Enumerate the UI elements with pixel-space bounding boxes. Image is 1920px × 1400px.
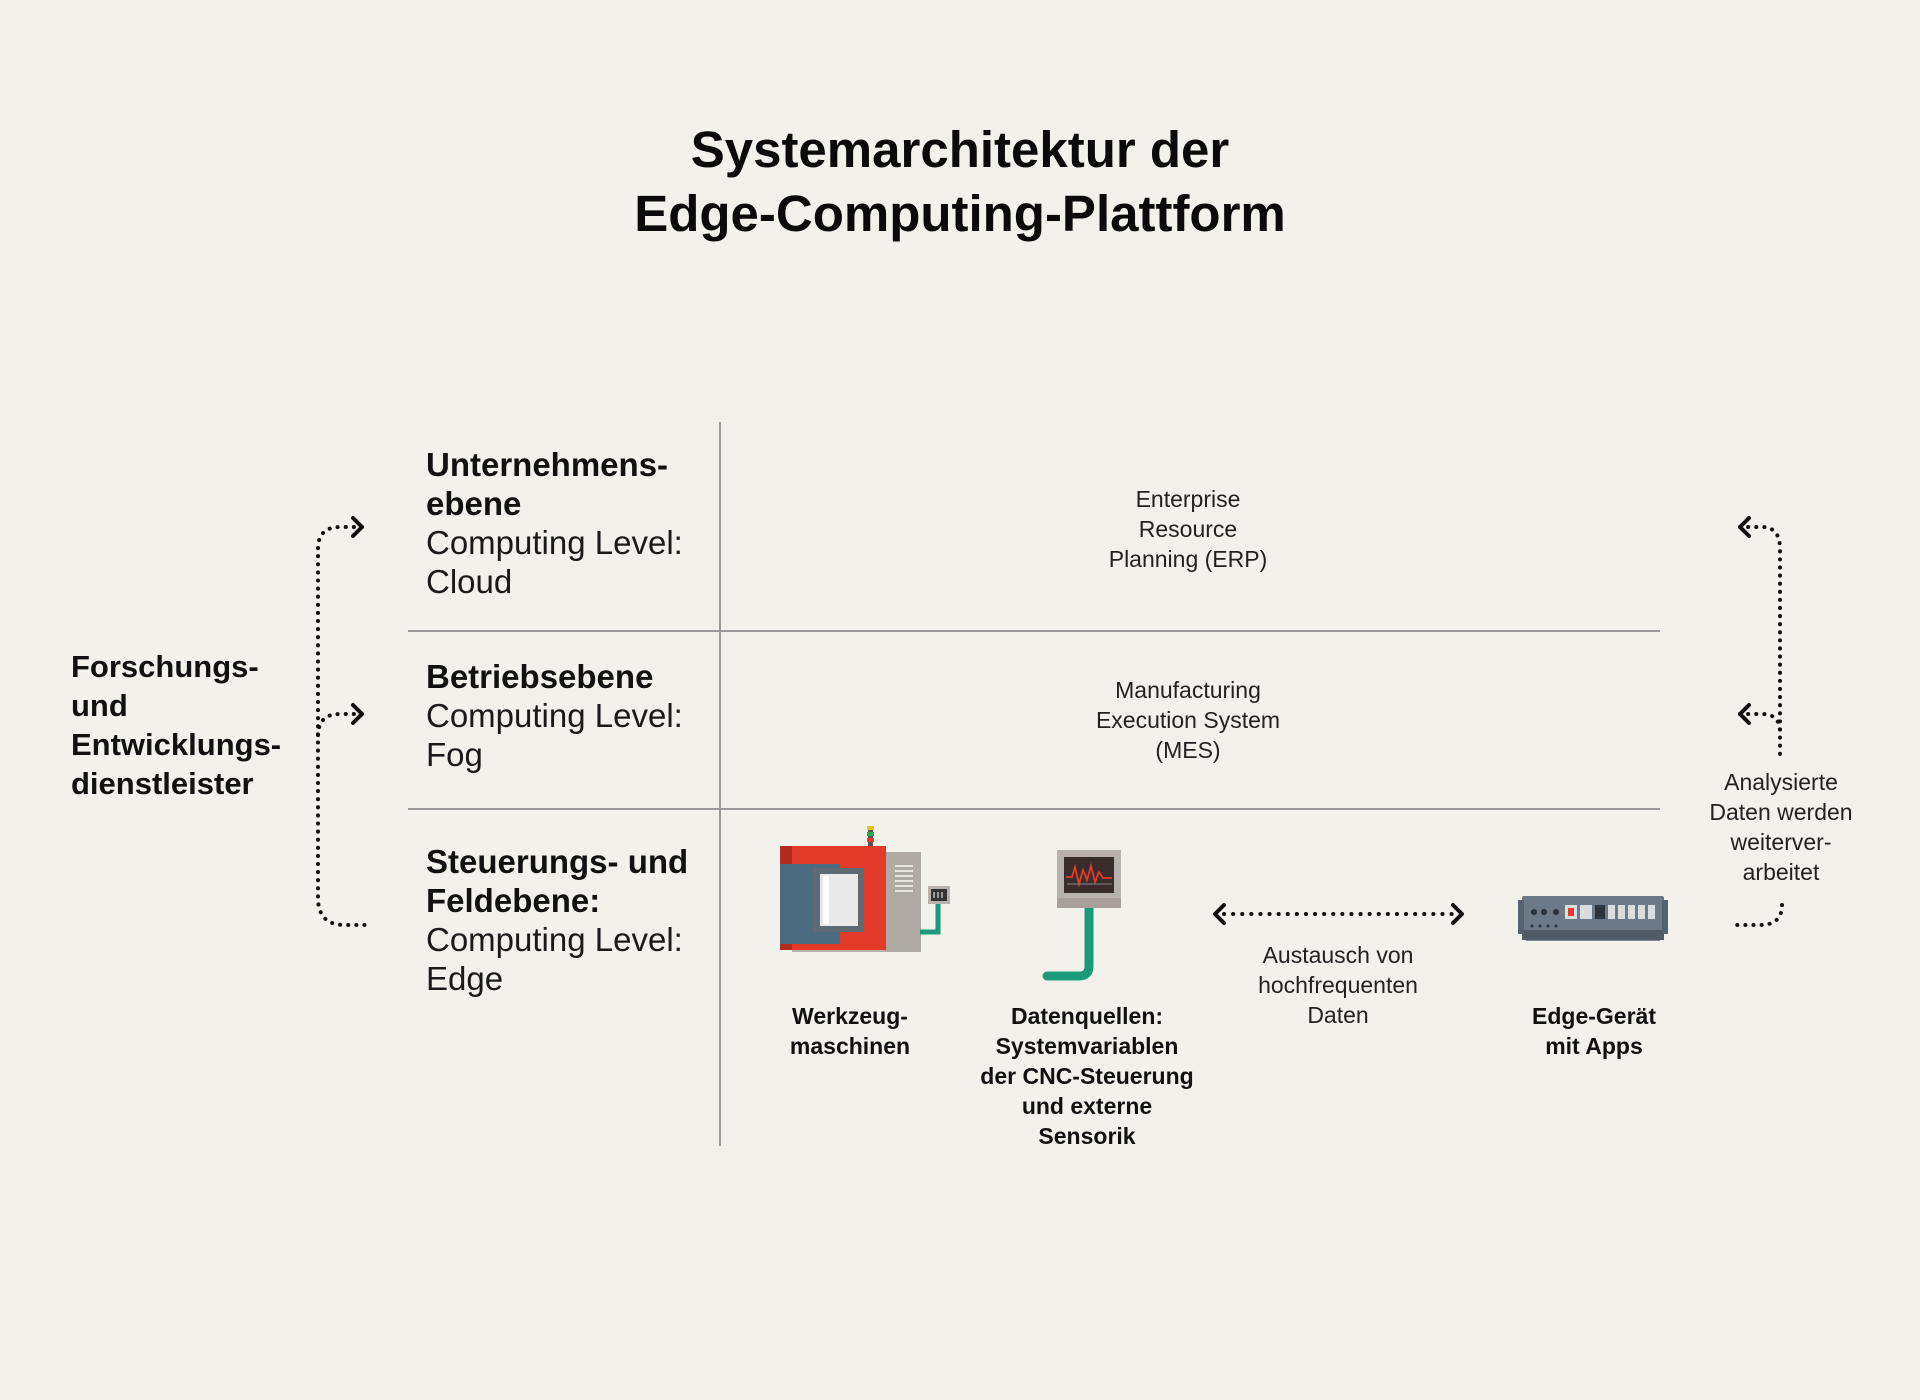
caption-machine-line-1: Werkzeug-: [792, 1003, 908, 1029]
edge-device-icon: [1518, 896, 1668, 941]
note-line-4: arbeitet: [1742, 859, 1820, 885]
level-control-computing-2: Edge: [426, 960, 504, 997]
right-arrowheads: [1738, 516, 1751, 725]
arrowhead-cloud-right: [351, 516, 364, 538]
note-analysed-data: Analysierte Daten werden weiterver- arbe…: [1686, 767, 1876, 887]
note-line-3: weiterver-: [1730, 829, 1832, 855]
left-dotted-bracket: [316, 525, 370, 927]
arrowhead-fog-left: [1738, 703, 1751, 725]
side-label-line-4: dienstleister: [71, 766, 254, 801]
system-erp-line-2: Resource: [1138, 516, 1238, 542]
system-erp: Enterprise Resource Planning (ERP): [1050, 484, 1326, 574]
note-line-1: Analysierte: [1724, 769, 1838, 795]
side-label-line-3: Entwicklungs-: [71, 727, 282, 762]
system-erp-line-3: Planning (ERP): [1108, 546, 1268, 572]
caption-data-sources: Datenquellen: Systemvariablen der CNC-St…: [960, 1001, 1214, 1151]
caption-edge-line-1: Edge-Gerät: [1532, 1003, 1656, 1029]
system-mes: Manufacturing Execution System (MES): [1050, 675, 1326, 765]
level-operations: Betriebsebene Computing Level: Fog: [426, 657, 716, 774]
arrowhead-cloud-left: [1738, 516, 1751, 538]
caption-datasources-line-4: und externe: [1021, 1093, 1153, 1119]
system-mes-line-2: Execution System: [1095, 707, 1281, 733]
caption-exchange-line-1: Austausch von: [1262, 942, 1414, 968]
side-label-line-2: und: [71, 688, 128, 723]
side-label-research-providers: Forschungs- und Entwicklungs- dienstleis…: [71, 647, 311, 803]
caption-edge-device: Edge-Gerät mit Apps: [1494, 1001, 1694, 1061]
caption-datasources-line-2: Systemvariablen: [995, 1033, 1179, 1059]
level-control-name-1: Steuerungs- und: [426, 843, 689, 880]
level-control-computing-1: Computing Level:: [426, 921, 683, 958]
caption-machine-line-2: maschinen: [789, 1033, 911, 1059]
caption-datasources-line-5: Sensorik: [1038, 1123, 1136, 1149]
caption-exchange-line-3: Daten: [1307, 1002, 1369, 1028]
system-mes-line-1: Manufacturing: [1115, 677, 1261, 703]
note-line-2: Daten werden: [1709, 799, 1853, 825]
level-enterprise: Unternehmens- ebene Computing Level: Clo…: [426, 445, 716, 601]
side-label-line-1: Forschungs-: [71, 649, 259, 684]
caption-edge-line-2: mit Apps: [1545, 1033, 1643, 1059]
system-mes-line-3: (MES): [1155, 737, 1221, 763]
arrowhead-fog-right: [351, 703, 364, 725]
caption-exchange-line-2: hochfrequenten: [1258, 972, 1418, 998]
title-line-1: Systemarchitektur der: [690, 121, 1230, 178]
level-enterprise-name-1: Unternehmens-: [426, 446, 669, 483]
caption-datasources-line-1: Datenquellen:: [1010, 1003, 1164, 1029]
level-enterprise-computing-1: Computing Level:: [426, 524, 683, 561]
right-dotted-bracket: [1730, 525, 1784, 927]
left-arrowheads: [351, 516, 364, 725]
level-operations-computing-2: Fog: [426, 736, 483, 773]
system-erp-line-1: Enterprise: [1135, 486, 1241, 512]
level-enterprise-name-2: ebene: [426, 485, 522, 522]
level-operations-name-1: Betriebsebene: [426, 658, 654, 695]
level-operations-computing-1: Computing Level:: [426, 697, 683, 734]
diagram-title: Systemarchitektur der Edge-Computing-Pla…: [0, 118, 1920, 246]
level-enterprise-computing-2: Cloud: [426, 563, 513, 600]
level-control-field: Steuerungs- und Feldebene: Computing Lev…: [426, 842, 716, 998]
exchange-double-arrow: [1213, 903, 1464, 925]
caption-data-exchange: Austausch von hochfrequenten Daten: [1226, 940, 1450, 1030]
caption-datasources-line-3: der CNC-Steuerung: [980, 1063, 1194, 1089]
cnc-machine-icon: [780, 826, 950, 952]
caption-machine-tools: Werkzeug- maschinen: [740, 1001, 960, 1061]
title-line-2: Edge-Computing-Plattform: [634, 185, 1286, 242]
monitor-sensor-icon: [1042, 850, 1121, 981]
level-control-name-2: Feldebene:: [426, 882, 601, 919]
